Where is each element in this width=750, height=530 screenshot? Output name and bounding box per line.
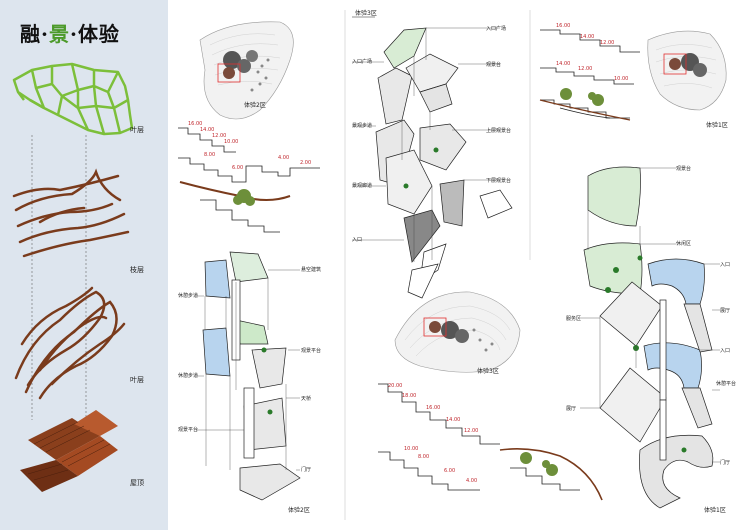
- zone1-section: [540, 29, 640, 119]
- zone1-label: 入口: [720, 348, 731, 354]
- zone3-label: 入口广场: [486, 26, 507, 32]
- elevation-mark: 8.00: [418, 454, 430, 460]
- zone3-section: [378, 383, 603, 501]
- elevation-mark: 20.00: [388, 383, 403, 389]
- zone2-label: 观景平台: [178, 427, 199, 433]
- zone3-map-caption: 体验3区: [477, 368, 499, 375]
- elevation-mark: 14.00: [446, 417, 461, 423]
- zone3-label: 下层观景台: [486, 178, 512, 184]
- trunk-layer-graphic: [14, 286, 126, 400]
- zone3-caption-top: 体验3区: [355, 10, 377, 17]
- elevation-mark: 10.00: [614, 76, 629, 82]
- zone2-label: 门厅: [301, 467, 312, 473]
- zone1-tree: [560, 88, 604, 106]
- zone2-section: [178, 127, 320, 233]
- zone2-label: 悬空建筑: [301, 267, 322, 273]
- zone2-site-map: [199, 21, 294, 120]
- zone2-label: 观景平台: [301, 348, 322, 354]
- roof-layer-graphic: [20, 410, 118, 492]
- zone1-label: 观景台: [676, 166, 692, 172]
- zone1-label: 休闲区: [676, 241, 692, 247]
- zone1-label: 入口: [720, 262, 731, 268]
- elevation-mark: 8.00: [204, 152, 216, 158]
- elevation-mark: 16.00: [188, 121, 203, 127]
- branch-layer-graphic: [12, 168, 130, 258]
- elevation-mark: 2.00: [300, 160, 312, 166]
- elevation-mark: 6.00: [232, 165, 244, 171]
- page-title: 融·景·体验: [20, 22, 120, 46]
- zone2-label: 休憩步道: [178, 373, 199, 379]
- zone2-axonometric: [202, 251, 301, 501]
- layer-label-leaf: 叶层: [130, 126, 144, 134]
- elevation-mark: 12.00: [464, 428, 479, 434]
- layer-label-trunk: 叶层: [130, 376, 144, 384]
- zone3-tree: [520, 452, 558, 476]
- elevation-mark: 12.00: [578, 66, 593, 72]
- elevation-mark: 14.00: [580, 34, 595, 40]
- zone3-label: 入口广场: [352, 59, 373, 65]
- elevation-mark: 14.00: [556, 61, 571, 67]
- elevation-mark: 12.00: [600, 40, 615, 46]
- zone1-caption: 体验1区: [704, 507, 726, 514]
- elevation-mark: 10.00: [404, 446, 419, 452]
- elevation-mark: 4.00: [466, 478, 478, 484]
- zone2-tree: [233, 189, 255, 206]
- zone1-label: 展厅: [566, 406, 577, 412]
- elevation-mark: 6.00: [444, 468, 456, 474]
- zone3-label: 上层观景台: [486, 128, 512, 134]
- zone1-map-caption: 体验1区: [706, 122, 728, 129]
- layer-label-branch: 枝层: [130, 266, 144, 274]
- elevation-mark: 16.00: [426, 405, 441, 411]
- zone3-label: 景观廊道: [352, 183, 373, 189]
- zone3-label: 观景台: [486, 62, 502, 68]
- zone1-site-map: [647, 30, 727, 111]
- zone3-site-map: [394, 291, 521, 373]
- elevation-mark: 4.00: [278, 155, 290, 161]
- zone3-label: 景观步道: [352, 123, 373, 129]
- elevation-mark: 18.00: [402, 393, 417, 399]
- elevation-mark: 16.00: [556, 23, 571, 29]
- zone3-label: 入口: [352, 237, 363, 243]
- zone1-label: 展厅: [720, 308, 731, 314]
- zone1-axonometric: [583, 166, 714, 509]
- zone1-label: 门厅: [720, 460, 731, 466]
- leaf-layer-graphic: [12, 62, 134, 136]
- zone3-axonometric: [375, 27, 513, 299]
- zone1-label: 休憩平台: [716, 381, 737, 387]
- zone2-label: 休憩步道: [178, 293, 199, 299]
- zone1-label: 服务区: [566, 316, 582, 322]
- zone2-caption: 体验2区: [288, 507, 310, 514]
- zone2-label: 天桥: [301, 396, 312, 402]
- elevation-mark: 14.00: [200, 127, 215, 133]
- zone2-map-caption: 体验2区: [244, 102, 266, 109]
- layer-label-roof: 屋顶: [130, 479, 144, 487]
- elevation-mark: 10.00: [224, 139, 239, 145]
- elevation-mark: 12.00: [212, 133, 227, 139]
